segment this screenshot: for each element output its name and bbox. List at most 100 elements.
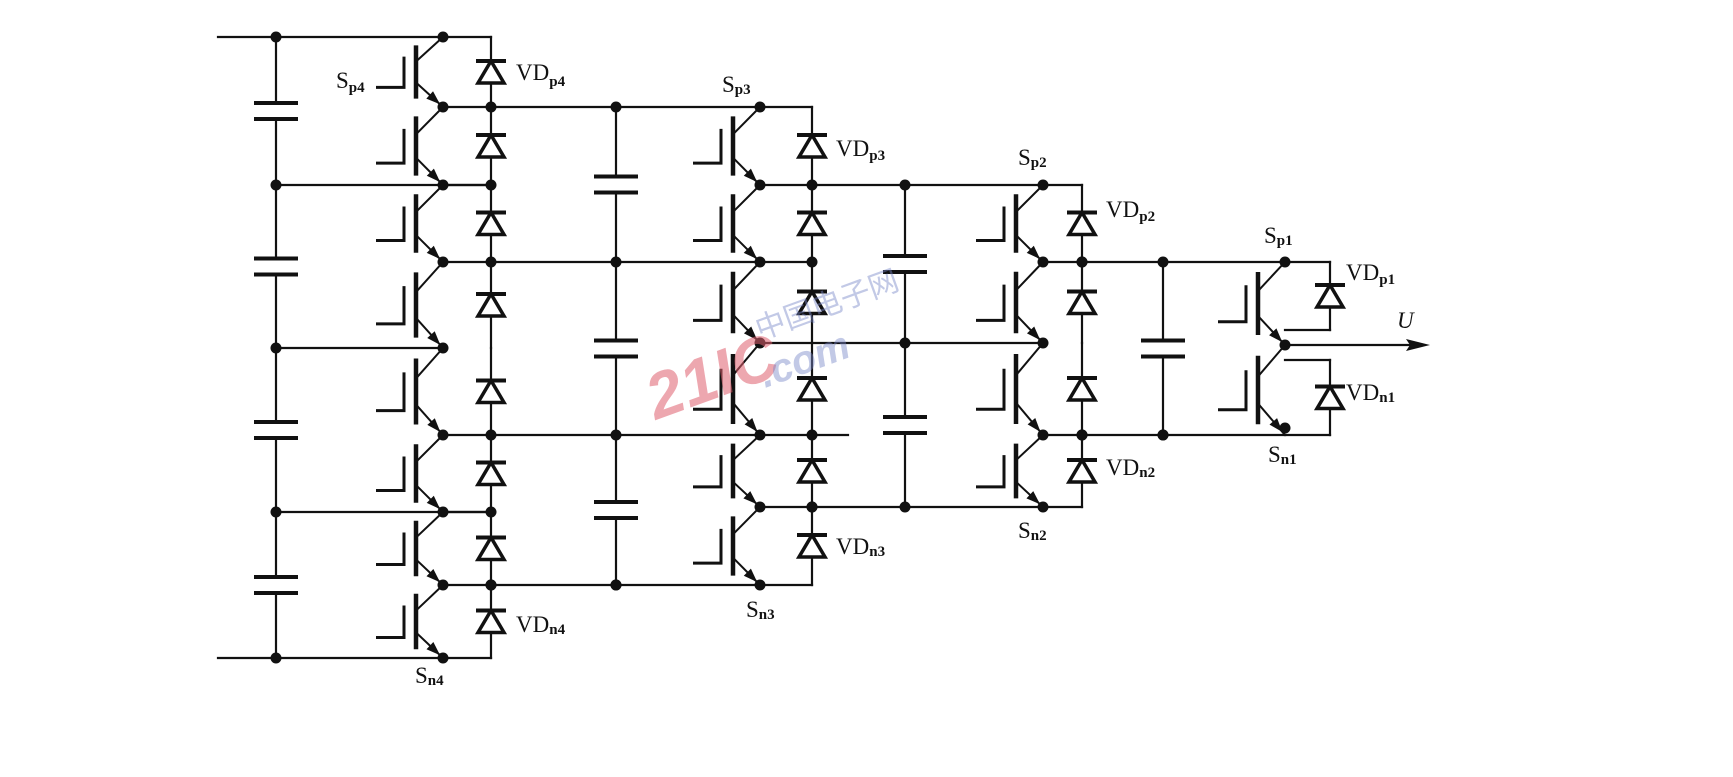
junction-dot xyxy=(1279,422,1291,434)
igbt-switch xyxy=(693,434,761,508)
junction-dot xyxy=(270,342,282,354)
diodes xyxy=(474,35,1347,660)
junction-dot xyxy=(806,179,818,191)
diode-triangle-icon xyxy=(1065,288,1099,316)
labels-col2: Sp2 VDp2 VDn2 Sn2 xyxy=(1018,145,1155,544)
igbt-collector xyxy=(732,106,761,136)
diode-label-vdn3: VDn3 xyxy=(836,534,885,560)
igbt-emitter-arrow-icon xyxy=(427,418,441,433)
igbt-gate xyxy=(693,206,723,242)
igbt-collector xyxy=(415,106,444,136)
diode xyxy=(795,183,829,264)
igbt-switch xyxy=(376,584,444,659)
diode-label-vdp3: VDp3 xyxy=(836,136,885,164)
junction-dot xyxy=(437,652,449,664)
junction-dot xyxy=(437,579,449,591)
diode xyxy=(1065,433,1099,509)
igbt-switch xyxy=(376,347,444,436)
diode xyxy=(1065,183,1099,264)
igbt-gate xyxy=(976,284,1006,322)
igbt-collector xyxy=(1257,344,1286,378)
igbt-gate xyxy=(693,368,723,411)
igbt-gate xyxy=(376,532,406,567)
diode xyxy=(474,35,508,109)
junction-dot xyxy=(899,501,911,513)
wires xyxy=(216,35,1332,660)
igbt-switch xyxy=(376,184,444,263)
diode xyxy=(795,260,829,345)
diode-triangle-icon xyxy=(1065,456,1099,484)
igbt-emitter-arrow-icon xyxy=(1026,245,1041,260)
diode xyxy=(1065,341,1099,437)
diode xyxy=(474,260,508,350)
igbt-collector xyxy=(732,506,761,536)
igbt-emitter-arrow-icon xyxy=(743,326,758,341)
igbt-collector xyxy=(732,261,761,292)
diode xyxy=(474,433,508,514)
igbt-emitter-arrow-icon xyxy=(743,168,758,183)
junction-dot xyxy=(754,579,766,591)
igbt-gate xyxy=(376,286,406,326)
igbt-emitter-arrow-icon xyxy=(426,245,441,260)
capacitor xyxy=(594,260,638,437)
igbt-gate xyxy=(693,528,723,565)
capacitor xyxy=(254,35,298,187)
igbt-gate xyxy=(376,206,406,242)
capacitor xyxy=(883,183,927,345)
junction-dot xyxy=(806,501,818,513)
junction-dot xyxy=(270,506,282,518)
diode-triangle-icon xyxy=(474,607,508,635)
switch-label-sn2: Sn2 xyxy=(1018,518,1047,544)
diode-triangle-icon xyxy=(1313,281,1347,309)
diode-triangle-icon xyxy=(474,57,508,85)
diode xyxy=(474,183,508,264)
igbt-emitter-arrow-icon xyxy=(1027,417,1041,432)
igbt-emitter-arrow-icon xyxy=(1269,328,1283,343)
junction-dot xyxy=(437,101,449,113)
igbt-gate xyxy=(376,56,406,89)
junction-dot xyxy=(437,179,449,191)
diode-triangle-icon xyxy=(1065,374,1099,402)
junction-dot xyxy=(1037,256,1049,268)
igbt-emitter-arrow-icon xyxy=(744,417,758,432)
switch-label-sn4: Sn4 xyxy=(415,663,444,689)
junction-dot xyxy=(610,256,622,268)
capacitor xyxy=(254,183,298,350)
igbt-switch xyxy=(376,261,444,349)
diode xyxy=(474,510,508,587)
junction-dot xyxy=(485,179,497,191)
igbt-collector xyxy=(415,511,444,539)
igbt-switches xyxy=(376,36,1286,659)
igbt-emitter-arrow-icon xyxy=(426,91,441,105)
diode-triangle-icon xyxy=(474,290,508,318)
capacitor xyxy=(254,510,298,660)
junction-dot xyxy=(754,256,766,268)
junction-dot xyxy=(1037,429,1049,441)
switch-label-sp2: Sp2 xyxy=(1018,145,1047,171)
igbt-switch xyxy=(1218,261,1286,346)
igbt-gate xyxy=(376,605,406,640)
igbt-emitter-arrow-icon xyxy=(743,245,758,260)
junction-dot xyxy=(437,429,449,441)
junction-dot xyxy=(437,342,449,354)
igbt-collector xyxy=(415,434,444,463)
junction-dot xyxy=(1037,501,1049,513)
diode-triangle-icon xyxy=(474,459,508,487)
switch-label-sp1: Sp1 xyxy=(1264,223,1293,249)
igbt-collector xyxy=(732,342,761,376)
igbt-switch xyxy=(693,506,761,586)
igbt-switch xyxy=(376,434,444,513)
diode-triangle-icon xyxy=(1065,209,1099,237)
diode xyxy=(1313,260,1347,332)
junction-dot xyxy=(437,31,449,43)
junction-dot xyxy=(485,429,497,441)
diode-triangle-icon xyxy=(795,374,829,402)
igbt-switch xyxy=(376,36,444,108)
diode xyxy=(1313,358,1347,437)
igbt-collector xyxy=(415,184,444,213)
junction-dot xyxy=(1037,179,1049,191)
junction-dot xyxy=(437,506,449,518)
diode-triangle-icon xyxy=(474,131,508,159)
junction-dot xyxy=(437,256,449,268)
junction-dots xyxy=(270,31,1291,664)
